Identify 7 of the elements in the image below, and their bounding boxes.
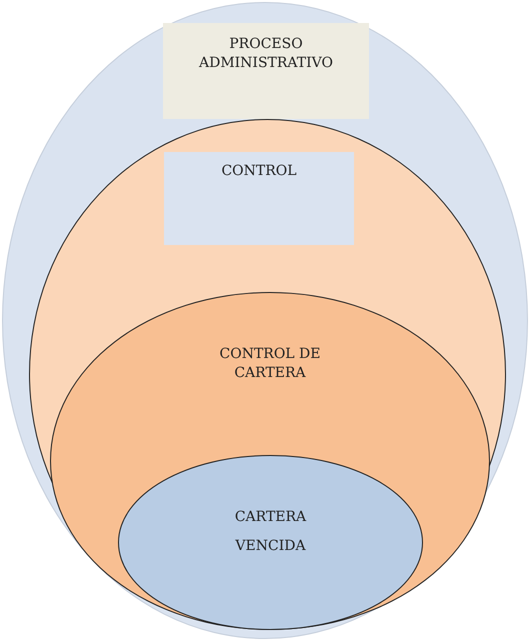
process-box xyxy=(163,23,369,119)
node-label: PROCESO ADMINISTRATIVO xyxy=(198,35,334,73)
node-label: CONTROL xyxy=(221,162,297,181)
node-label: CARTERA xyxy=(234,508,306,527)
control-box xyxy=(164,152,354,245)
node-label: VENCIDA xyxy=(235,536,306,556)
node-label: CONTROL DE CARTERA xyxy=(218,345,322,383)
